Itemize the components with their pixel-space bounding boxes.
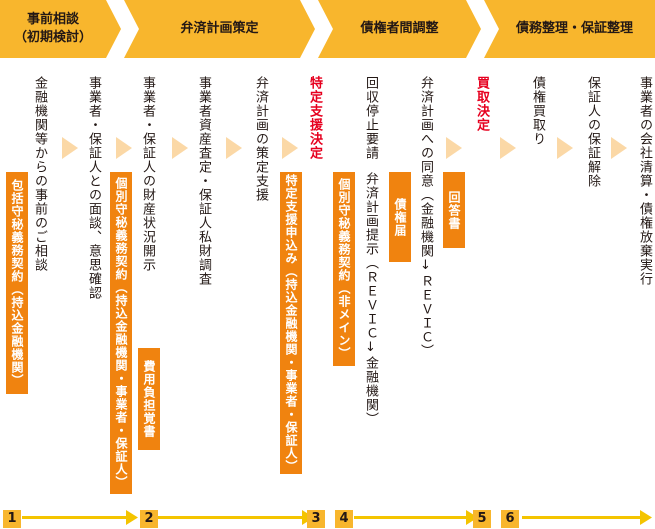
tag-individual-nda-non-main: 個別守秘義務契約（非メイン） — [333, 172, 355, 366]
phase-arrow-shape — [318, 0, 481, 58]
timeline-number-1: 1 — [3, 510, 21, 528]
timeline-arrowhead — [126, 510, 138, 525]
step-prior-consultation: 金融機関等からの事前のご相談 — [32, 76, 47, 272]
tag-response-letter: 回答書 — [443, 172, 465, 248]
timeline-bar — [22, 510, 652, 525]
timeline-segment — [158, 516, 302, 519]
phase-banner-1: 事前相談 （初期検討） — [0, 0, 121, 58]
timeline-arrowhead — [466, 510, 478, 525]
flow-arrow-icon — [226, 137, 242, 159]
phase-arrow-shape — [124, 0, 315, 58]
tag-individual-nda: 個別守秘義務契約（持込金融機関・事業者・保証人） — [110, 172, 132, 494]
tag-comprehensive-nda: 包括守秘義務契約（持込金融機関） — [6, 172, 28, 394]
timeline-number-4: 4 — [335, 510, 353, 528]
timeline-number-2: 2 — [140, 510, 158, 528]
timeline-number-3: 3 — [307, 510, 325, 528]
flow-arrow-icon — [116, 137, 132, 159]
timeline-segment — [522, 516, 640, 519]
step-asset-disclosure: 事業者・保証人の財産状況開示 — [140, 76, 155, 272]
phase-banner-3: 債権者間調整 — [318, 0, 481, 58]
step-plan-consent: 弁済計画への同意（金融機関↓ＲＥＶＩＣ） — [418, 76, 433, 358]
timeline-number-5: 5 — [473, 510, 491, 528]
timeline-segment — [22, 516, 126, 519]
flow-arrow-icon — [500, 137, 516, 159]
phase-arrow-shape — [484, 0, 655, 58]
step-collection-stop: 回収停止要請 — [363, 76, 378, 160]
phase-banner-2: 弁済計画策定 — [124, 0, 315, 58]
flow-arrow-icon — [282, 137, 298, 159]
flow-arrow-icon — [446, 137, 462, 159]
timeline-segment — [354, 516, 466, 519]
step-plan-support: 弁済計画の策定支援 — [253, 76, 268, 202]
step-liquidation: 事業者の会社清算・債権放棄実行 — [637, 76, 652, 286]
phase-label: 弁済計画策定 — [180, 21, 259, 36]
phase-banner-4: 債務整理・保証整理 — [484, 0, 655, 58]
timeline-arrowhead — [640, 510, 652, 525]
flow-arrow-icon — [172, 137, 188, 159]
step-plan-presentation: 弁済計画提示（ＲＥＶＩＣ↓金融機関） — [363, 172, 378, 426]
phase-label: 事前相談 （初期検討） — [13, 12, 92, 45]
tag-claim-notice: 債権届 — [389, 172, 411, 262]
step-interview: 事業者・保証人との面談、意思確認 — [86, 76, 101, 300]
timeline-number-6: 6 — [501, 510, 519, 528]
step-purchase-decision: 買取決定 — [474, 76, 489, 132]
step-claim-purchase: 債権買取り — [530, 76, 545, 146]
flow-arrow-icon — [611, 137, 627, 159]
flow-arrow-icon — [62, 137, 78, 159]
step-support-decision: 特定支援決定 — [307, 76, 322, 160]
step-asset-assessment: 事業者資産査定・保証人私財調査 — [196, 76, 211, 286]
step-guarantee-release: 保証人の保証解除 — [585, 76, 600, 188]
phase-arrow-shape — [0, 0, 121, 58]
tag-cost-memo: 費用負担覚書 — [138, 348, 160, 450]
phase-label: 債務整理・保証整理 — [515, 21, 633, 36]
phase-label: 債権者間調整 — [360, 21, 439, 36]
flow-arrow-icon — [557, 137, 573, 159]
tag-support-application: 特定支援申込み（持込金融機関・事業者・保証人） — [280, 172, 302, 474]
